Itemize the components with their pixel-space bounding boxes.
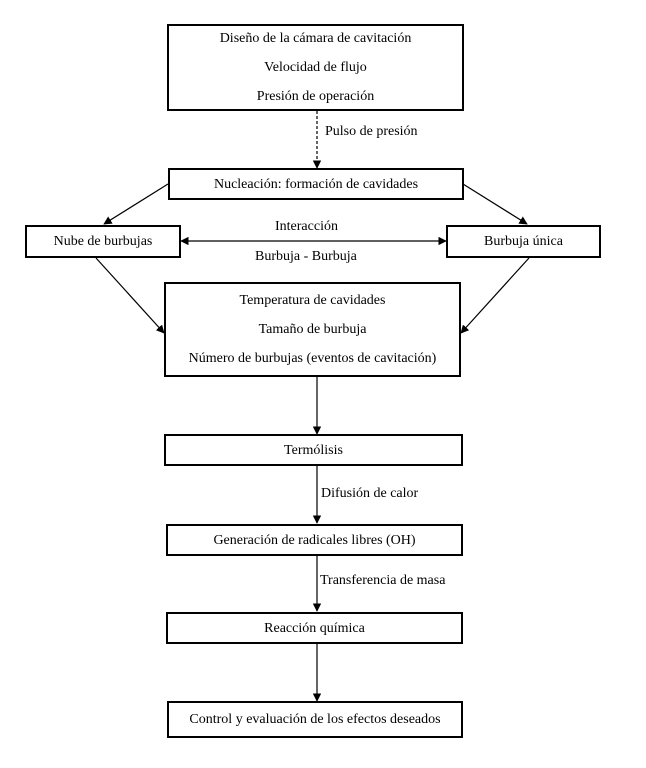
bubble-size-text: Tamaño de burbuja xyxy=(258,322,367,337)
arrow-cloud-to-cavity xyxy=(95,257,165,334)
bubble-cloud-text: Nube de burbujas xyxy=(53,234,153,249)
flow-velocity-text: Velocidad de flujo xyxy=(264,60,367,75)
control-evaluation-box: Control y evaluación de los efectos dese… xyxy=(167,701,463,738)
control-evaluation-text: Control y evaluación de los efectos dese… xyxy=(189,712,441,727)
free-radicals-box: Generación de radicales libres (OH) xyxy=(166,524,463,556)
bubble-cloud-box: Nube de burbujas xyxy=(25,225,181,258)
heat-diffusion-label: Difusión de calor xyxy=(321,486,419,501)
arrow-nucleation-to-cloud xyxy=(103,183,169,225)
interaction-label: Interacción xyxy=(275,219,338,234)
nucleation-box: Nucleación: formación de cavidades xyxy=(168,168,464,200)
pressure-pulse-label: Pulso de presión xyxy=(325,124,418,139)
bubble-count-text: Número de burbujas (eventos de cavitació… xyxy=(188,351,437,366)
single-bubble-text: Burbuja única xyxy=(484,234,563,249)
mass-transfer-label: Transferencia de masa xyxy=(320,573,446,588)
nucleation-text: Nucleación: formación de cavidades xyxy=(213,176,419,192)
cavity-properties-box: Temperatura de cavidades Tamaño de burbu… xyxy=(164,282,461,377)
arrow-single-to-cavity xyxy=(460,257,530,334)
arrow-nucleation-to-single xyxy=(462,183,528,225)
cavity-temperature-text: Temperatura de cavidades xyxy=(239,293,386,308)
free-radicals-text: Generación de radicales libres (OH) xyxy=(213,532,416,548)
single-bubble-box: Burbuja única xyxy=(446,225,601,258)
bubble-bubble-label: Burbuja - Burbuja xyxy=(255,249,357,264)
design-chamber-text: Diseño de la cámara de cavitación xyxy=(219,31,412,46)
thermolysis-box: Termólisis xyxy=(164,434,463,466)
chemical-reaction-text: Reacción química xyxy=(264,620,365,636)
operating-pressure-text: Presión de operación xyxy=(256,89,375,104)
chemical-reaction-box: Reacción química xyxy=(166,612,463,644)
design-box: Diseño de la cámara de cavitación Veloci… xyxy=(167,24,464,111)
thermolysis-text: Termólisis xyxy=(284,442,343,458)
